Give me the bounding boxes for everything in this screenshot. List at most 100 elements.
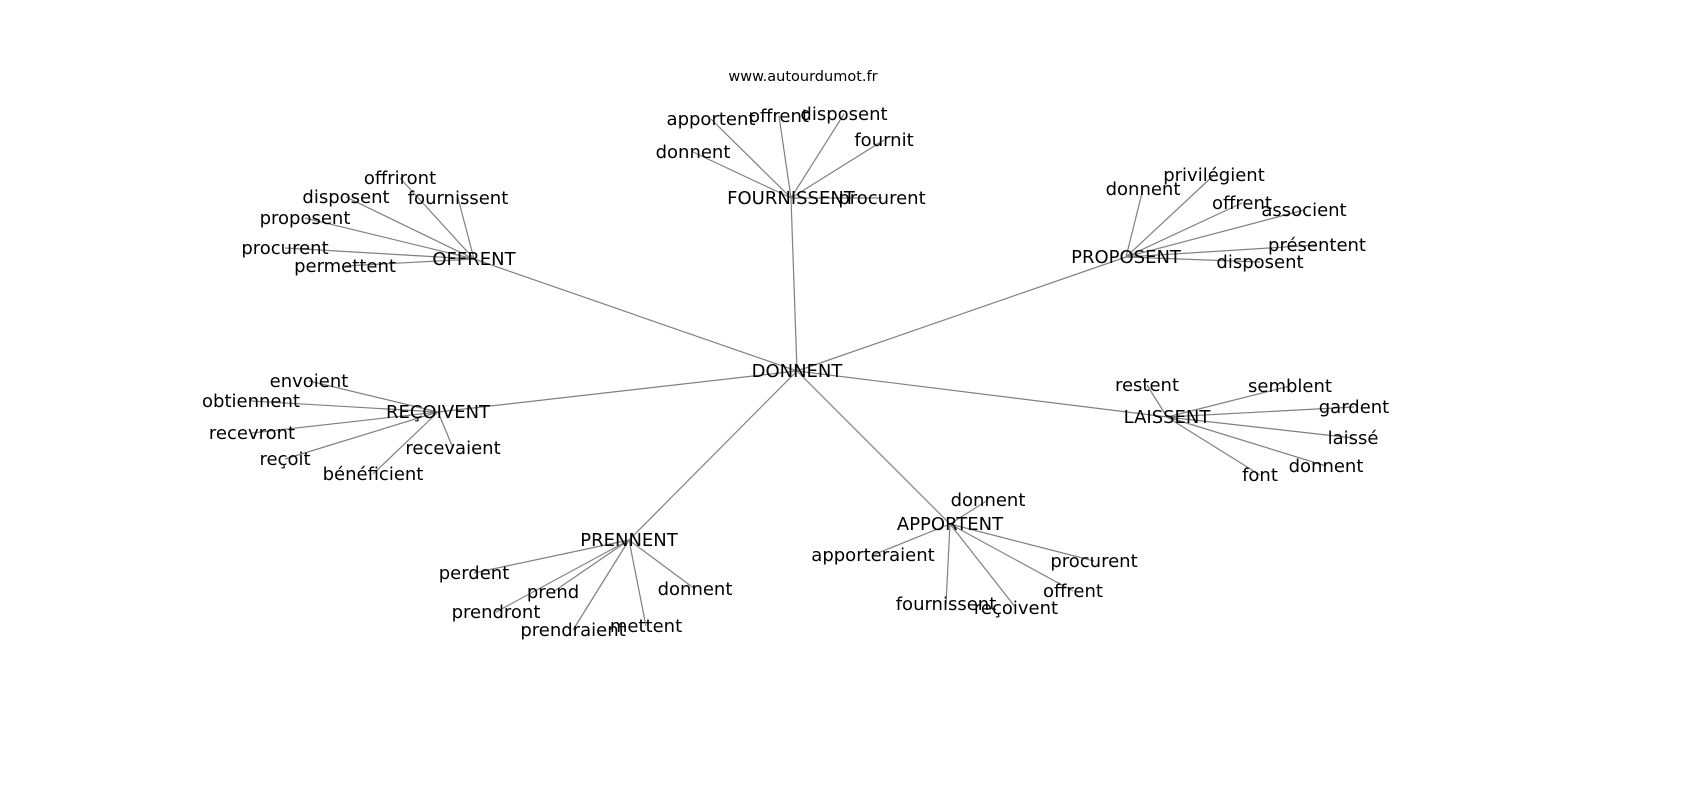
- leaf-node-label[interactable]: apportent: [667, 109, 756, 130]
- edge-hub-leaf: [284, 411, 439, 460]
- leaf-node-label[interactable]: mettent: [610, 616, 682, 637]
- edge-hub-leaf: [1125, 202, 1243, 258]
- leaf-node-label[interactable]: offrent: [1043, 581, 1103, 602]
- edge-hub-leaf: [692, 151, 792, 199]
- leaf-node-label[interactable]: recevront: [209, 423, 295, 444]
- leaf-node-label[interactable]: permettent: [294, 256, 396, 277]
- edge-hub-leaf: [399, 177, 475, 260]
- edge-hub-leaf: [284, 247, 475, 260]
- leaf-node-label[interactable]: disposent: [302, 187, 389, 208]
- edge-hub-leaf: [628, 539, 647, 627]
- leaf-node-label[interactable]: donnent: [951, 490, 1026, 511]
- leaf-node-label[interactable]: privilégient: [1163, 165, 1265, 186]
- edge-hub-leaf: [344, 258, 475, 267]
- leaf-node-label[interactable]: laissé: [1328, 428, 1379, 449]
- leaf-node-label[interactable]: donnent: [658, 579, 733, 600]
- leaf-node-label[interactable]: reçoivent: [974, 598, 1058, 619]
- edge-hub-leaf: [308, 380, 439, 413]
- leaf-node-label[interactable]: offrent: [749, 106, 809, 127]
- edge-hub-leaf: [949, 523, 1017, 609]
- leaf-node-label[interactable]: gardent: [1319, 397, 1390, 418]
- leaf-node-label[interactable]: disposent: [1216, 252, 1303, 273]
- leaf-node-label[interactable]: fournissent: [408, 188, 509, 209]
- edge-center-hub: [790, 197, 798, 372]
- edge-hub-leaf: [372, 411, 439, 475]
- edge-hub-leaf: [437, 411, 454, 449]
- leaf-node-label[interactable]: prendront: [452, 602, 541, 623]
- edge-center-hub: [796, 370, 1168, 418]
- hub-node-label[interactable]: APPORTENT: [897, 514, 1004, 535]
- leaf-node-label[interactable]: bénéficient: [323, 464, 424, 485]
- edge-hub-leaf: [304, 217, 475, 260]
- hub-node-label[interactable]: PROPOSENT: [1071, 247, 1182, 268]
- edge-hub-leaf: [628, 539, 696, 590]
- edge-hub-leaf: [949, 499, 989, 525]
- leaf-node-label[interactable]: disposent: [800, 104, 887, 125]
- edge-hub-leaf: [778, 115, 792, 199]
- edge-hub-leaf: [1166, 416, 1261, 476]
- edge-hub-leaf: [949, 523, 1095, 562]
- leaf-node-label[interactable]: prend: [527, 582, 579, 603]
- leaf-node-label[interactable]: donnent: [656, 142, 731, 163]
- edge-center-hub: [796, 256, 1127, 372]
- hub-node-label[interactable]: LAISSENT: [1124, 407, 1212, 428]
- leaf-node-label[interactable]: prendraient: [520, 620, 625, 641]
- edge-hub-leaf: [1166, 416, 1354, 439]
- edge-hub-leaf: [872, 523, 951, 556]
- edge-hub-leaf: [457, 197, 475, 260]
- edge-hub-leaf: [345, 196, 475, 260]
- leaf-node-label[interactable]: donnent: [1106, 179, 1181, 200]
- edge-hub-leaf: [1125, 174, 1215, 258]
- hub-node-label[interactable]: FOURNISSENT: [727, 188, 856, 209]
- leaf-node-label[interactable]: procurent: [1050, 551, 1137, 572]
- edge-hub-leaf: [1125, 256, 1261, 263]
- leaf-node-label[interactable]: offrent: [1212, 193, 1272, 214]
- leaf-node-label[interactable]: donnent: [1289, 456, 1364, 477]
- leaf-node-label[interactable]: semblent: [1248, 376, 1332, 397]
- edge-center-hub: [628, 370, 798, 541]
- edge-hub-leaf: [1146, 384, 1168, 418]
- leaf-node-label[interactable]: proposent: [260, 208, 351, 229]
- center-node-label[interactable]: DONNENT: [752, 361, 844, 382]
- edge-hub-leaf: [790, 113, 845, 199]
- edge-hub-leaf: [1166, 385, 1291, 418]
- hub-node-label[interactable]: REÇOIVENT: [386, 402, 491, 423]
- leaf-node-label[interactable]: recevaient: [405, 438, 500, 459]
- edge-hub-leaf: [1125, 209, 1305, 258]
- leaf-node-label[interactable]: procurent: [241, 238, 328, 259]
- edge-hub-leaf: [949, 523, 1074, 592]
- leaf-node-label[interactable]: reçoit: [259, 449, 310, 470]
- edge-center-hub: [473, 258, 798, 372]
- leaf-node-label[interactable]: fournit: [854, 130, 913, 151]
- leaf-node-label[interactable]: procurent: [838, 188, 925, 209]
- leaf-node-label[interactable]: obtiennent: [202, 391, 300, 412]
- edge-hub-leaf: [1125, 244, 1318, 258]
- edge-hub-leaf: [790, 139, 885, 199]
- edge-hub-leaf: [1125, 188, 1144, 258]
- leaf-node-label[interactable]: perdent: [439, 563, 510, 584]
- edge-hub-leaf: [572, 539, 630, 631]
- leaf-node-label[interactable]: apporteraient: [811, 545, 934, 566]
- edge-hub-leaf: [251, 411, 439, 434]
- leaf-node-label[interactable]: restent: [1115, 375, 1179, 396]
- hub-node-label[interactable]: PRENNENT: [580, 530, 679, 551]
- site-title: www.autourdumot.fr: [728, 69, 877, 85]
- edge-center-hub: [796, 370, 951, 525]
- leaf-node-label[interactable]: envoient: [270, 371, 349, 392]
- edge-hub-leaf: [473, 539, 630, 574]
- edge-hub-leaf: [945, 523, 951, 605]
- edge-center-hub: [437, 370, 798, 413]
- edge-hub-leaf: [250, 400, 439, 413]
- edge-hub-leaf: [495, 539, 630, 613]
- edge-hub-leaf: [1166, 406, 1355, 418]
- hub-node-label[interactable]: OFFRENT: [432, 249, 516, 270]
- leaf-node-label[interactable]: fournissent: [896, 594, 997, 615]
- leaf-node-label[interactable]: associent: [1261, 200, 1346, 221]
- edge-hub-leaf: [552, 539, 630, 593]
- leaf-node-label[interactable]: offriront: [364, 168, 436, 189]
- leaf-node-label[interactable]: font: [1242, 465, 1278, 486]
- leaf-node-label[interactable]: présentent: [1268, 235, 1366, 256]
- edge-hub-leaf: [710, 118, 792, 199]
